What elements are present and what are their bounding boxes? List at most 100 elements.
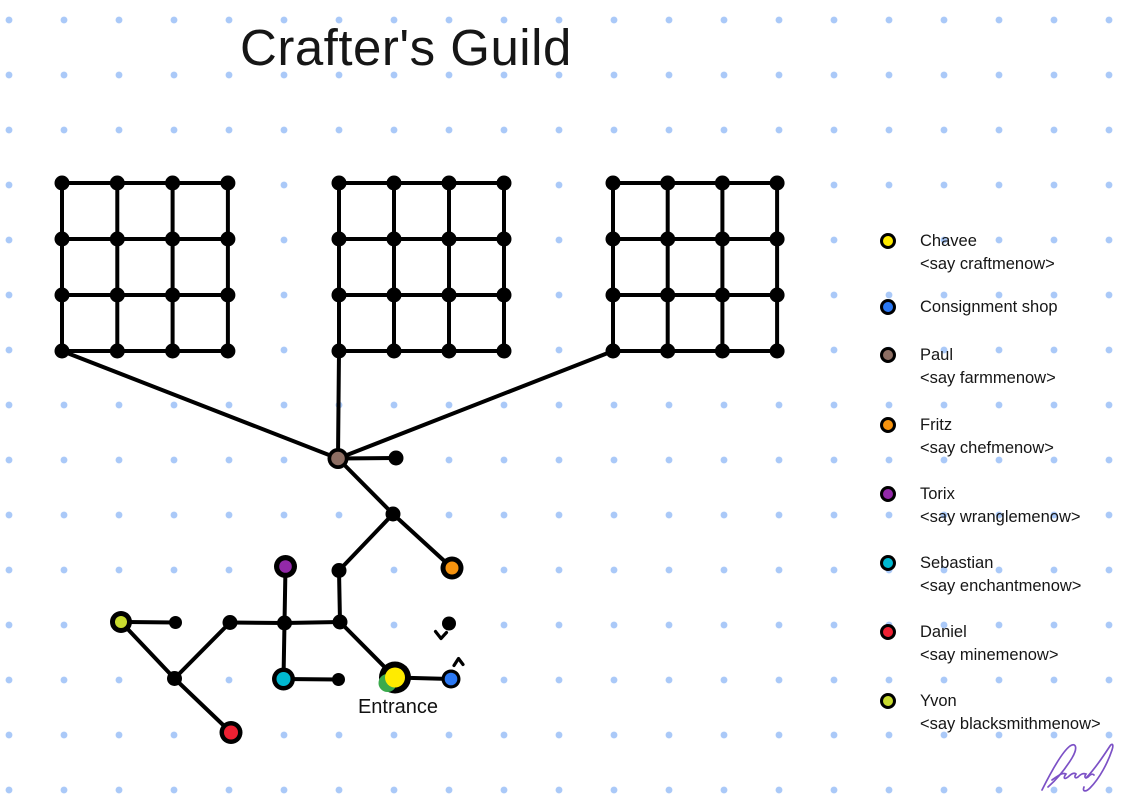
legend-text: Chavee <say craftmenow> (920, 230, 1055, 276)
map-node (220, 175, 236, 191)
map-edge (336, 349, 341, 461)
npc-name: Sebastian (920, 554, 994, 572)
map-node (441, 175, 457, 191)
npc-command: <say blacksmithmenow> (920, 715, 1101, 733)
isolated-node (442, 616, 456, 631)
legend-item-paul: Paul <say farmmenow> (880, 344, 1056, 390)
legend-dot-icon (880, 486, 896, 502)
map-node (660, 175, 676, 191)
map-edge (282, 620, 342, 625)
map-node (385, 506, 401, 522)
legend-text: Consignment shop (920, 296, 1058, 319)
legend-dot-icon (880, 693, 896, 709)
map-node (331, 231, 347, 247)
legend-text: Yvon <say blacksmithmenow> (920, 690, 1101, 736)
npc-command: <say craftmenow> (920, 255, 1055, 273)
npc-name: Daniel (920, 623, 967, 641)
fritz-node (445, 561, 459, 575)
map-node (441, 343, 457, 359)
map-node (220, 343, 236, 359)
legend-text: Fritz<say chefmenow> (920, 414, 1054, 460)
map-node (386, 231, 402, 247)
legend-dot-icon (880, 233, 896, 249)
entrance-label: Entrance (357, 696, 439, 718)
map-edge (337, 568, 342, 624)
map-node (54, 175, 70, 191)
legend-item-chavee: Chavee <say craftmenow> (880, 230, 1055, 276)
map-edge (336, 349, 615, 461)
map-node (714, 175, 730, 191)
map-node (660, 343, 676, 359)
daniel-node (224, 725, 238, 740)
map-node (386, 343, 402, 359)
map-node (386, 175, 402, 191)
map-node (714, 287, 730, 303)
npc-name: Chavee (920, 232, 977, 250)
page-title: Crafter's Guild (240, 19, 572, 76)
map-node (660, 231, 676, 247)
up-chevron (452, 656, 465, 668)
legend-dot-icon (880, 555, 896, 571)
map-node (331, 175, 347, 191)
map-edge (391, 512, 454, 570)
npc-command: <say wranglemenow> (920, 508, 1081, 526)
npc-command: <say enchantmenow> (920, 577, 1082, 595)
map-node (496, 287, 512, 303)
map-node (277, 615, 292, 631)
legend-text: Sebastian <say enchantmenow> (920, 552, 1081, 598)
map-node (386, 287, 402, 303)
map-nodes (54, 175, 785, 744)
legend-item-sebastian: Sebastian <say enchantmenow> (880, 552, 1081, 598)
map-edge (172, 620, 232, 681)
map-node (388, 450, 404, 466)
npc-command: <say chefmenow> (920, 439, 1054, 457)
map-node (496, 175, 512, 191)
npc-name: Torix (920, 485, 955, 503)
legend-text: Paul <say farmmenow> (920, 344, 1056, 390)
map-node (769, 287, 785, 303)
map-node (54, 231, 70, 247)
map-node (109, 231, 125, 247)
legend-dot-icon (880, 417, 896, 433)
npc-name: Yvon (920, 692, 957, 710)
map-node (109, 343, 125, 359)
map-node (331, 563, 347, 578)
legend-dot-icon (880, 624, 896, 640)
npc-command: <say farmmenow> (920, 369, 1056, 387)
map-edge (60, 349, 340, 461)
legend-dot-icon (880, 347, 896, 363)
map-node (714, 343, 730, 359)
map-node (331, 287, 347, 303)
map-node (605, 343, 621, 359)
legend-item-fritz: Fritz<say chefmenow> (880, 414, 1054, 460)
map-edge (336, 456, 395, 516)
map-node (165, 231, 181, 247)
legend-dot-icon (880, 299, 896, 315)
map-node (165, 287, 181, 303)
map-node (54, 287, 70, 303)
legend-item-daniel: Daniel<say minemenow> (880, 621, 1059, 667)
map-node (496, 343, 512, 359)
legend-item-torix: Torix <say wranglemenow> (880, 483, 1081, 529)
map-edges (60, 181, 780, 735)
npc-name: Paul (920, 346, 954, 364)
legend-item-consignment-shop: Consignment shop (880, 296, 1058, 319)
legend-text: Torix <say wranglemenow> (920, 483, 1081, 529)
down-chevron (433, 629, 449, 641)
map-node (605, 287, 621, 303)
map-edge (337, 512, 395, 573)
map-node (332, 673, 345, 686)
npc-name: Consignment shop (920, 298, 1058, 316)
map-node (169, 616, 182, 629)
map-node (605, 231, 621, 247)
map-node (165, 343, 181, 359)
map-node (441, 231, 457, 247)
map-node (332, 614, 348, 630)
sebastian-node (276, 672, 291, 686)
map-edge (172, 676, 233, 735)
map-node (109, 287, 125, 303)
map-node (714, 231, 730, 247)
map-edge (119, 620, 177, 681)
map-node (441, 287, 457, 303)
